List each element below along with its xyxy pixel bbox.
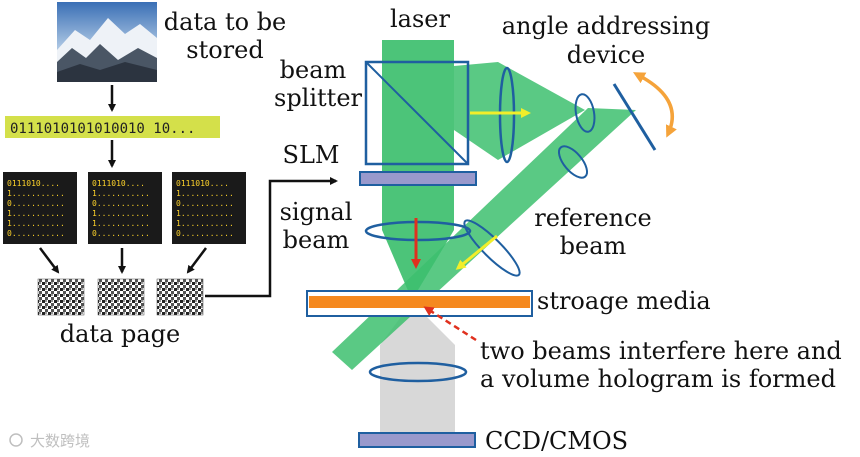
label-slm: SLM [283,141,340,169]
panel-line: 0........... [7,199,65,208]
detector-beam [380,302,455,433]
laser-beam [382,40,454,230]
binary-string-text: 0111010101010010 10... [10,121,195,137]
panel-line: 1........... [92,189,150,198]
relay-lens [557,145,589,179]
label-beam-splitter-2: splitter [274,84,363,112]
panel-line: 1........... [176,209,234,218]
binary-panel-2: 0111010.... 1........... 0........... 1.… [88,172,162,244]
label-data-to-be-stored-2: stored [186,36,263,64]
panel-line: 1........... [92,209,150,218]
panel-line: 1........... [7,219,65,228]
panel-line: 1........... [176,189,234,198]
reference-beam-diagonal-arrow [455,234,498,270]
label-data-to-be-stored-1: data to be [164,8,287,36]
flow-arrow-panel3-to-page [186,247,207,274]
panel-line: 1........... [7,189,65,198]
label-reference-beam-1: reference [534,204,652,232]
panel-line: 1........... [176,219,234,228]
label-laser: laser [390,5,451,33]
panel-line: 0........... [176,229,234,238]
reference-beam-to-device [454,62,585,160]
panel-line: 0........... [176,199,234,208]
panel-line: 0........... [92,199,150,208]
watermark-logo-icon [9,433,23,447]
rotation-arrow [632,72,677,138]
label-angle-addressing-1: angle addressing [502,12,710,40]
panel-line: 0111010.... [92,179,145,188]
svg-text:0111010.... 1...........: 0111010.... 1........... 0........... 1.… [176,179,239,238]
mountain-photo [57,2,157,82]
storage-media [306,290,533,317]
signal-lens [364,220,472,242]
panel-line: 0........... [7,229,65,238]
svg-text:0111010.... 1...........: 0111010.... 1........... 0........... 1.… [92,179,155,238]
reference-beam-lens [463,219,521,277]
label-data-page: data page [60,320,181,348]
panel-line: 1........... [7,209,65,218]
data-page-2 [97,278,145,316]
label-interference-2: a volume hologram is formed [480,365,836,393]
flow-arrow-panel1-to-page [39,247,60,274]
label-reference-beam-2: beam [560,232,627,260]
panel-line: 0111010.... [7,179,60,188]
ccd-cmos-detector [358,432,476,448]
label-angle-addressing-2: device [567,41,645,69]
slm-device [359,171,477,186]
svg-text:0111010.... 1...........: 0111010.... 1........... 0........... 1.… [7,179,70,238]
watermark-text: 大数跨境 [30,432,90,450]
data-page-3 [156,278,204,316]
binary-string-bar [5,116,220,138]
reference-lens [498,66,516,164]
watermark: 大数跨境 [9,432,90,450]
label-beam-splitter-1: beam [280,56,347,84]
binary-panel-3: 0111010.... 1........... 0........... 1.… [172,172,246,244]
imaging-lens [368,361,468,383]
beam-splitter [364,60,470,166]
flow-arrow-pages-to-slm [205,177,338,298]
binary-panel-1: 0111010.... 1........... 0........... 1.… [3,172,77,244]
panel-line: 0........... [92,229,150,238]
panel-line: 1........... [92,219,150,228]
label-signal-beam-2: beam [283,226,350,254]
label-ccd-cmos: CCD/CMOS [485,427,628,455]
focusing-lens [574,93,596,133]
label-storage-media: stroage media [537,287,711,315]
data-page-1 [37,278,85,316]
label-signal-beam-1: signal [280,198,353,226]
panel-line: 0111010.... [176,179,229,188]
label-interference-1: two beams interfere here and [480,337,842,365]
